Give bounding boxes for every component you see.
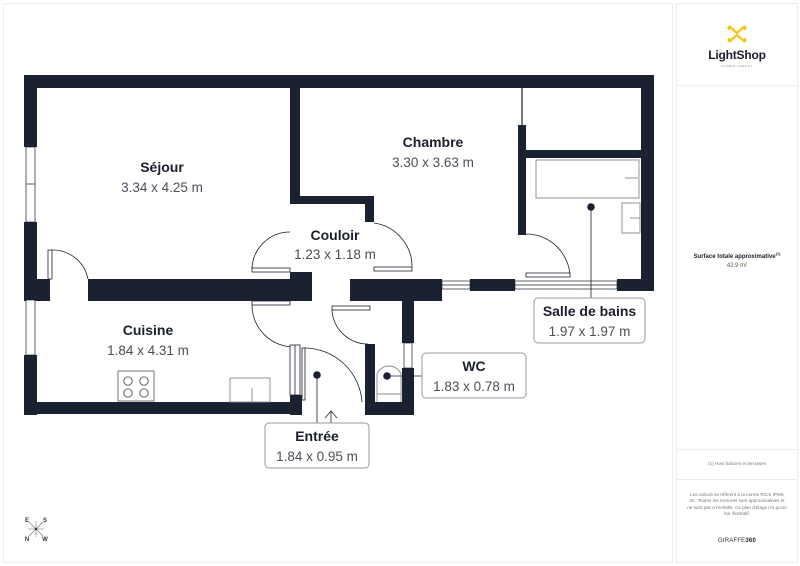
footnote-text: (1) Hors balcons et terrasses	[708, 461, 766, 466]
provider-logo: GIRAFFE360	[717, 538, 757, 544]
doors	[47, 222, 571, 403]
room-dim-cuisine: 1.84 x 4.31 m	[107, 343, 189, 358]
label-box-wc	[421, 352, 527, 399]
label-leaders	[313, 203, 595, 423]
room-name-salle-de-bains: Salle de bains	[543, 303, 637, 319]
disclaimer-text: Les calculs se réfèrent à la norme RICS …	[687, 492, 787, 517]
lightshop-logo-icon	[727, 25, 747, 43]
room-dim-wc: 1.83 x 0.78 m	[433, 379, 515, 394]
room-name-sejour: Séjour	[140, 159, 184, 175]
label-box-entree	[264, 422, 370, 469]
brand-name: LightShop	[708, 48, 766, 62]
logo-section: LightShop GLOBAL AGENCY	[677, 4, 797, 86]
windows	[25, 146, 618, 369]
walls	[24, 75, 654, 415]
surface-value: 42.9 m²	[726, 263, 748, 269]
room-dim-chambre: 3.30 x 3.63 m	[392, 155, 474, 170]
room-dim-entree: 1.84 x 0.95 m	[276, 449, 358, 464]
surface-title: Surface totale approximative(1)	[693, 251, 781, 260]
footnote-section: (1) Hors balcons et terrasses	[677, 450, 797, 480]
brand-tagline: GLOBAL AGENCY	[721, 64, 753, 68]
room-name-wc: WC	[462, 358, 485, 374]
room-dim-salle-de-bains: 1.97 x 1.97 m	[549, 324, 631, 339]
compass-icon: E S N W	[25, 518, 48, 543]
fixtures	[117, 159, 641, 403]
room-dim-couloir: 1.23 x 1.18 m	[294, 247, 376, 262]
surface-section: Surface totale approximative(1) 42.9 m²	[677, 86, 797, 450]
room-name-entree: Entrée	[295, 428, 339, 444]
room-name-cuisine: Cuisine	[123, 322, 174, 338]
room-name-couloir: Couloir	[311, 227, 361, 243]
info-panel: LightShop GLOBAL AGENCY Surface totale a…	[676, 3, 798, 563]
svg-text:S: S	[43, 518, 47, 524]
room-dim-sejour: 3.34 x 4.25 m	[121, 180, 203, 195]
label-box-salle-de-bains	[533, 297, 646, 344]
svg-text:E: E	[25, 518, 29, 524]
svg-text:N: N	[25, 537, 29, 543]
room-name-chambre: Chambre	[403, 134, 464, 150]
floor-plan: Séjour 3.34 x 4.25 m Chambre 3.30 x 3.63…	[24, 75, 654, 543]
disclaimer-section: Les calculs se réfèrent à la norme RICS …	[677, 480, 797, 562]
svg-text:W: W	[42, 537, 48, 543]
